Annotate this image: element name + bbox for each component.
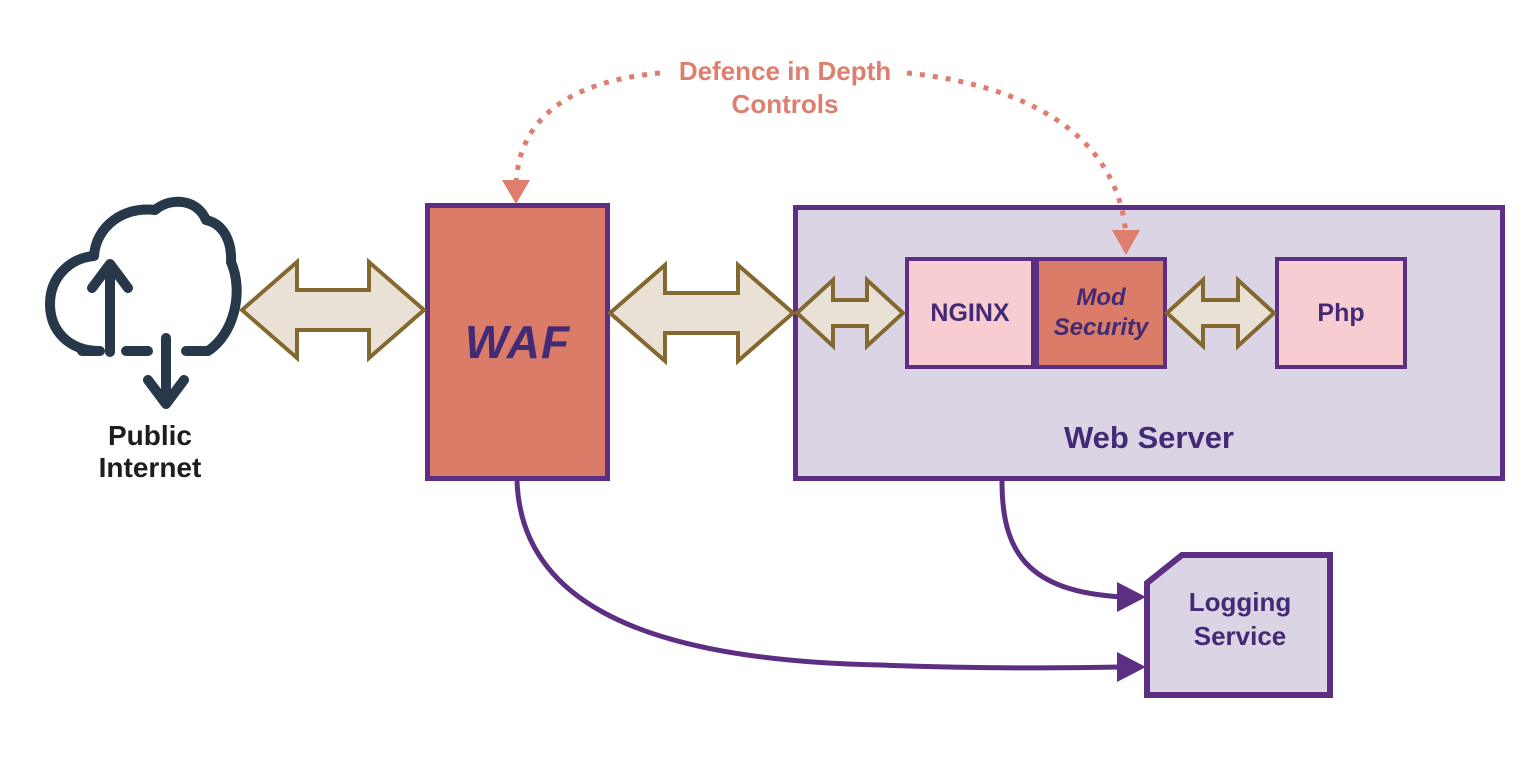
arrowhead-waf-logging — [1117, 652, 1146, 682]
php-node: Php — [1275, 257, 1407, 369]
waf-label: WAF — [464, 316, 571, 368]
php-label: Php — [1317, 298, 1365, 327]
cloud-updown-arrows-icon — [45, 196, 242, 409]
connector-waf-logging — [514, 480, 1123, 671]
cloud-outline — [45, 196, 242, 356]
logging-service-label: Logging Service — [1188, 587, 1292, 651]
mod-security-node: Mod Security — [1035, 257, 1167, 369]
bidirectional-arrow-internet-waf — [238, 257, 428, 363]
download-arrow-icon — [143, 333, 189, 409]
mod-security-label: Mod Security — [1053, 284, 1149, 341]
upload-arrow-icon — [87, 259, 133, 357]
dotted-arrowhead-waf — [502, 180, 530, 204]
bidirectional-arrow-waf-webserver — [606, 260, 797, 366]
nginx-label: NGINX — [930, 298, 1010, 327]
web-server-label: Web Server — [1063, 420, 1234, 455]
defence-in-depth-label: Defence in Depth Controls — [678, 56, 892, 119]
connector-webserver-logging — [999, 480, 1125, 600]
waf-node: WAF — [425, 203, 610, 481]
nginx-node: NGINX — [905, 257, 1035, 369]
arrowhead-webserver-logging — [1117, 582, 1146, 612]
public-internet-label: Public Internet — [98, 420, 202, 484]
